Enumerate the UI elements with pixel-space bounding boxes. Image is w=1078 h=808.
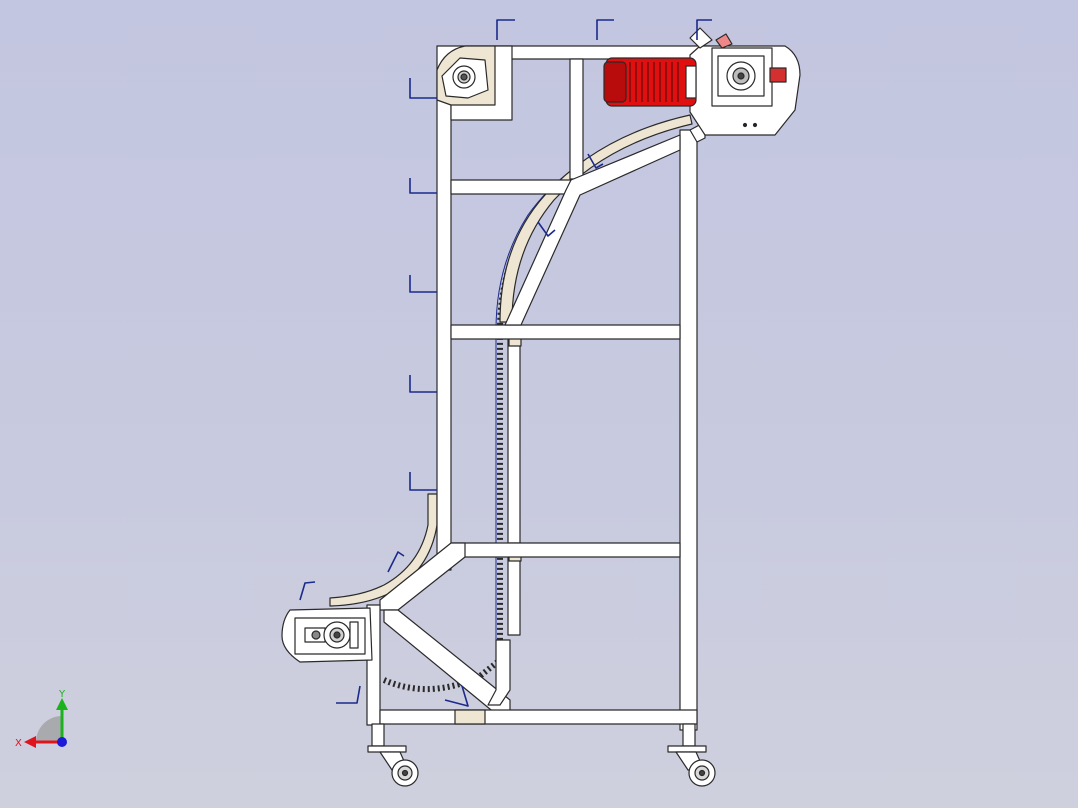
z-axis-dot — [57, 737, 67, 747]
upper-curved-guide — [499, 114, 693, 323]
electric-motor — [603, 57, 697, 107]
x-axis-label: X — [15, 738, 22, 749]
y-axis-arrowhead — [56, 698, 68, 710]
caster-left — [367, 723, 419, 787]
axis-triad[interactable]: Y X — [15, 689, 68, 749]
x-axis-arrowhead — [24, 736, 36, 748]
triad-arc — [36, 716, 62, 742]
caster-right — [667, 723, 716, 787]
bucket-elevator-model[interactable] — [281, 19, 801, 787]
vertical-chain-casing — [507, 324, 521, 636]
buckets — [299, 19, 712, 707]
head-bearing — [441, 57, 489, 99]
main-frame — [366, 45, 711, 731]
y-axis-label: Y — [58, 689, 66, 700]
lower-curved-guide — [329, 493, 438, 607]
tail-section — [281, 607, 373, 663]
drive-unit — [689, 27, 801, 136]
